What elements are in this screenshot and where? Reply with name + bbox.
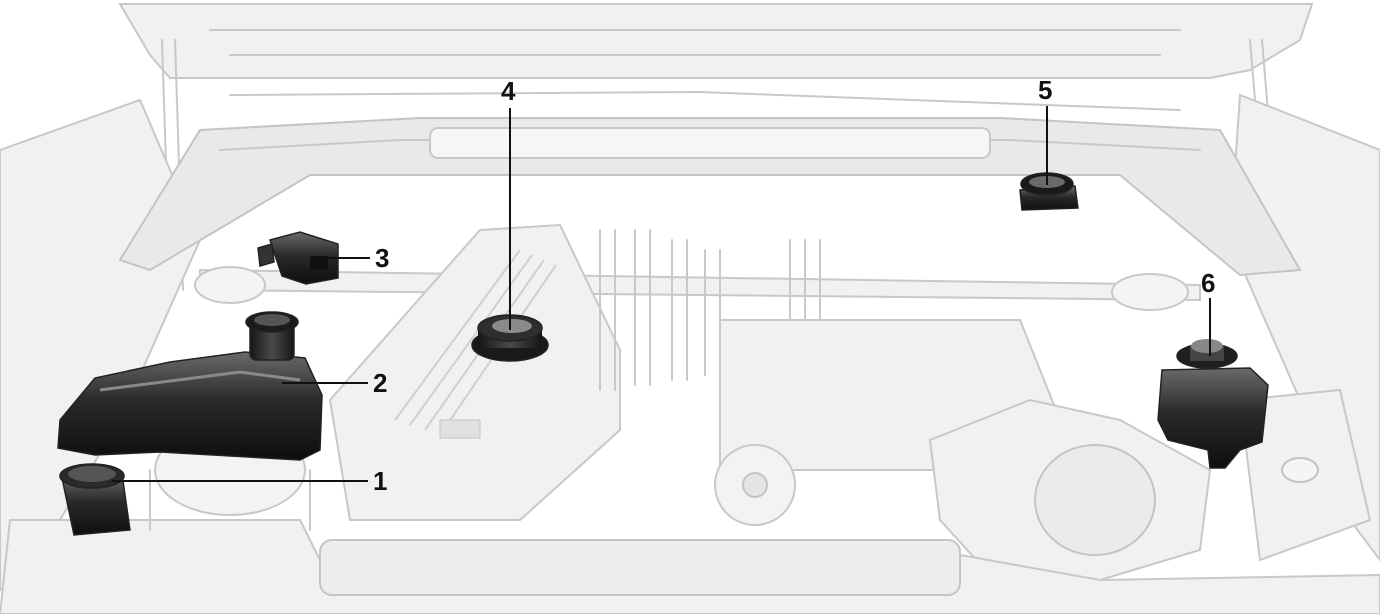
callout-4: 4 <box>501 76 516 106</box>
callout-5: 5 <box>1038 75 1052 105</box>
callout-6: 6 <box>1201 268 1215 298</box>
callout-3: 3 <box>375 243 389 273</box>
callout-1: 1 <box>373 466 387 496</box>
hood-underside <box>120 4 1312 78</box>
brake-fluid-cap-5 <box>1020 173 1078 210</box>
callout-2: 2 <box>373 368 387 398</box>
